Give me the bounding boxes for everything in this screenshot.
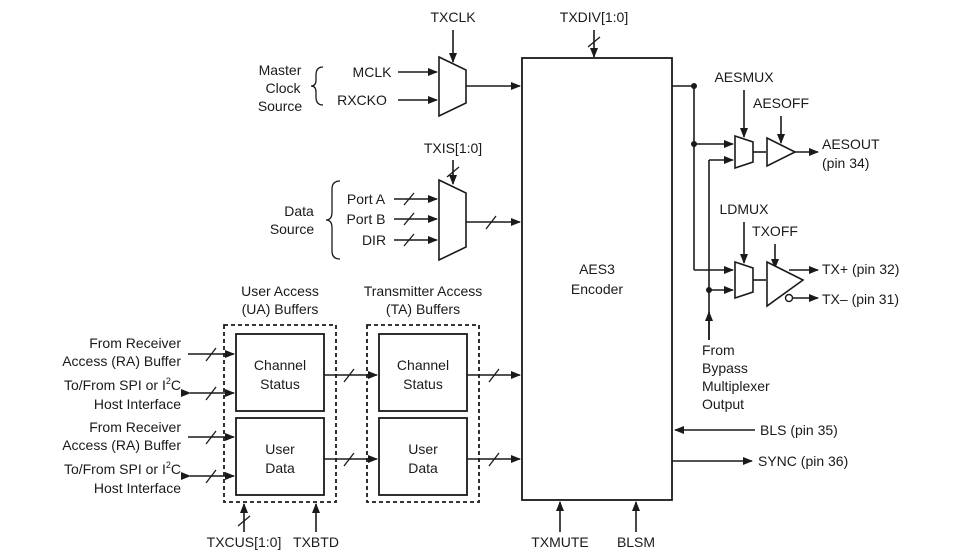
spi-label-2: To/From SPI or I2C [64, 460, 181, 477]
txp-label: TX+ (pin 32) [822, 261, 899, 277]
master-clock-label-2: Clock [265, 80, 301, 96]
encoder-label-line1: AES3 [579, 261, 615, 277]
bypass-label-4: Output [702, 396, 744, 412]
txis-label: TXIS[1:0] [424, 140, 482, 156]
host-to-ua-cs-slash [205, 386, 217, 401]
bypass-label-3: Multiplexer [702, 378, 770, 394]
clock-mux [438, 55, 467, 118]
ua-status-label: Status [260, 376, 300, 392]
ua-user-data-box [235, 417, 325, 496]
txdiv-label: TXDIV[1:0] [560, 9, 628, 25]
rxcko-label: RXCKO [337, 92, 387, 108]
txn-inversion-bubble [784, 293, 794, 303]
sync-label: SYNC (pin 36) [758, 453, 848, 469]
host-interface-label-1: Host Interface [94, 396, 181, 412]
from-receiver-label-2: From Receiver [89, 419, 181, 435]
ra-to-ua-ud-slash [205, 430, 217, 445]
ta-channel-status-box [378, 333, 468, 412]
ta-channel-label: Channel [397, 357, 449, 373]
ua-user-label: User [265, 441, 295, 457]
port-b-bus-slash [403, 212, 415, 226]
aesout-label: AESOUT [822, 136, 880, 152]
ta-data-label: Data [408, 460, 438, 476]
ua-to-ta-cs-slash [343, 368, 355, 383]
ld-mux [734, 260, 754, 300]
data-source-brace [325, 180, 341, 260]
ra-buffer-label-2: Access (RA) Buffer [62, 437, 181, 453]
ta-title-1: Transmitter Access [364, 283, 483, 299]
bypass-label-1: From [702, 342, 735, 358]
mclk-label: MCLK [353, 64, 393, 80]
host-interface-label-2: Host Interface [94, 480, 181, 496]
data-source-label-1: Data [284, 203, 314, 219]
from-receiver-label-1: From Receiver [89, 335, 181, 351]
ta-ud-to-encoder-slash [488, 452, 500, 467]
host-to-ua-ud-slash [205, 469, 217, 484]
ua-to-ta-ud-slash [343, 452, 355, 467]
bls-label: BLS (pin 35) [760, 422, 838, 438]
port-a-label: Port A [347, 191, 386, 207]
ta-title-2: (TA) Buffers [386, 301, 460, 317]
data-mux [438, 178, 467, 262]
dir-label: DIR [362, 232, 386, 248]
master-clock-label-1: Master [259, 62, 302, 78]
bypass-label-2: Bypass [702, 360, 748, 376]
ua-title-1: User Access [241, 283, 319, 299]
master-clock-brace [310, 66, 324, 106]
txis-bus-slash [446, 166, 460, 178]
txcus-bus-slash [237, 515, 251, 527]
aesout-pin-label: (pin 34) [822, 155, 869, 171]
aes-output-driver [766, 136, 797, 168]
data-bus-slash [485, 215, 497, 230]
tx-line-driver [766, 260, 805, 308]
ua-title-2: (UA) Buffers [242, 301, 319, 317]
ua-data-label: Data [265, 460, 295, 476]
port-a-bus-slash [403, 192, 415, 206]
ta-user-label: User [408, 441, 438, 457]
txclk-label: TXCLK [430, 9, 476, 25]
master-clock-label-3: Source [258, 98, 303, 114]
txn-label: TX– (pin 31) [822, 291, 899, 307]
ta-cs-to-encoder-slash [488, 368, 500, 383]
ua-channel-status-box [235, 333, 325, 412]
ra-to-ua-cs-slash [205, 347, 217, 362]
ra-buffer-label-1: Access (RA) Buffer [62, 353, 181, 369]
txbtd-label: TXBTD [293, 534, 339, 550]
data-source-label-2: Source [270, 221, 315, 237]
ua-buffers-group [223, 324, 337, 503]
txoff-label: TXOFF [752, 223, 798, 239]
ta-user-data-box [378, 417, 468, 496]
aesoff-label: AESOFF [753, 95, 809, 111]
dir-bus-slash [403, 233, 415, 247]
ta-status-label: Status [403, 376, 443, 392]
ua-channel-label: Channel [254, 357, 306, 373]
ta-buffers-group [366, 324, 480, 503]
blsm-label: BLSM [617, 534, 655, 550]
aesmux-label: AESMUX [714, 69, 774, 85]
aes-mux [734, 134, 754, 170]
spi-label-1: To/From SPI or I2C [64, 376, 181, 393]
txdiv-bus-slash [587, 36, 601, 48]
txcus-label: TXCUS[1:0] [207, 534, 282, 550]
txmute-label: TXMUTE [531, 534, 589, 550]
aes3-encoder-block [521, 57, 673, 501]
ldmux-label: LDMUX [719, 201, 769, 217]
port-b-label: Port B [347, 211, 386, 227]
encoder-label-line2: Encoder [571, 281, 623, 297]
